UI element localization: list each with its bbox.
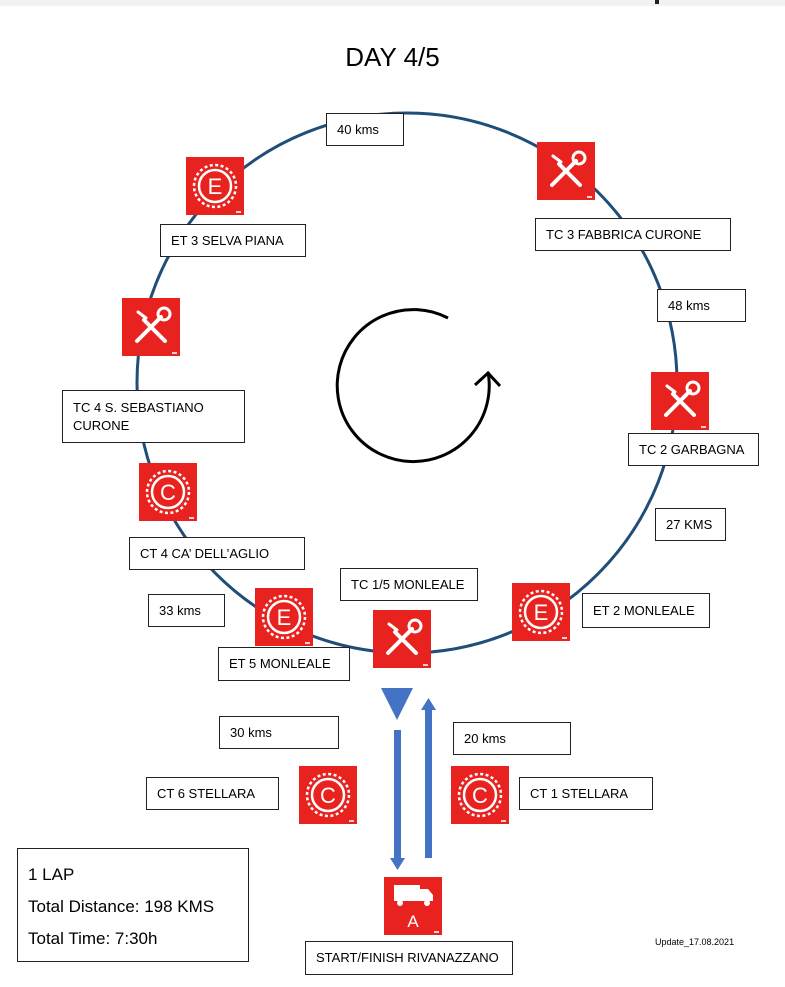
label-et3: ET 3 SELVA PIANA <box>160 224 306 257</box>
distance-label-27: 27 KMS <box>655 508 726 541</box>
label-ct6: CT 6 STELLARA <box>146 777 279 810</box>
laps-text: 1 LAP <box>28 865 75 884</box>
distance-label-30: 30 kms <box>219 716 339 749</box>
control-c-icon: C <box>139 463 197 521</box>
distance-label-33: 33 kms <box>148 594 225 627</box>
control-c-icon: C <box>299 766 357 824</box>
special-stage-e-icon: E <box>255 588 313 646</box>
tools-icon <box>122 298 180 356</box>
truck-icon: A <box>384 877 442 935</box>
label-ct1: CT 1 STELLARA <box>519 777 653 810</box>
svg-text:E: E <box>534 600 549 625</box>
down-arrowhead <box>381 688 413 720</box>
summary-box: 1 LAP Total Distance: 198 KMS Total Time… <box>17 848 249 962</box>
top-border <box>0 0 785 6</box>
label-tc2: TC 2 GARBAGNA <box>628 433 759 466</box>
tools-icon <box>651 372 709 430</box>
svg-text:E: E <box>208 174 223 199</box>
svg-text:A: A <box>407 912 419 931</box>
page-title: DAY 4/5 <box>345 42 440 72</box>
control-c-icon: C <box>451 766 509 824</box>
up-arrow-tip <box>421 698 436 710</box>
top-marker <box>655 0 659 4</box>
tools-icon <box>537 142 595 200</box>
label-tc3: TC 3 FABBRICA CURONE <box>535 218 731 251</box>
distance-label-48: 48 kms <box>657 289 746 322</box>
update-note: Update_17.08.2021 <box>655 937 735 947</box>
label-ct4: CT 4 CA’ DELL’AGLIO <box>129 537 305 570</box>
distance-label-40: 40 kms <box>326 113 404 146</box>
svg-text:C: C <box>320 783 336 808</box>
label-et5: ET 5 MONLEALE <box>218 647 350 681</box>
total-time-text: Total Time: 7:30h <box>28 929 158 948</box>
svg-text:C: C <box>472 783 488 808</box>
label-et2: ET 2 MONLEALE <box>582 593 710 628</box>
down-arrow-shaft <box>394 730 401 860</box>
svg-text:E: E <box>277 605 292 630</box>
up-arrow-shaft <box>425 708 432 858</box>
total-distance-text: Total Distance: 198 KMS <box>28 897 215 916</box>
rotation-arrow-icon <box>335 308 491 464</box>
svg-text:C: C <box>160 480 176 505</box>
label-start-finish: START/FINISH RIVANAZZANO <box>305 941 513 975</box>
label-tc15: TC 1/5 MONLEALE <box>340 568 478 601</box>
tools-icon <box>373 610 431 668</box>
label-tc4: TC 4 S. SEBASTIANO CURONE <box>62 390 245 443</box>
special-stage-e-icon: E <box>186 157 244 215</box>
special-stage-e-icon: E <box>512 583 570 641</box>
rotation-arrowhead <box>473 370 502 388</box>
down-arrow-tip <box>390 858 405 870</box>
distance-label-20: 20 kms <box>453 722 571 755</box>
